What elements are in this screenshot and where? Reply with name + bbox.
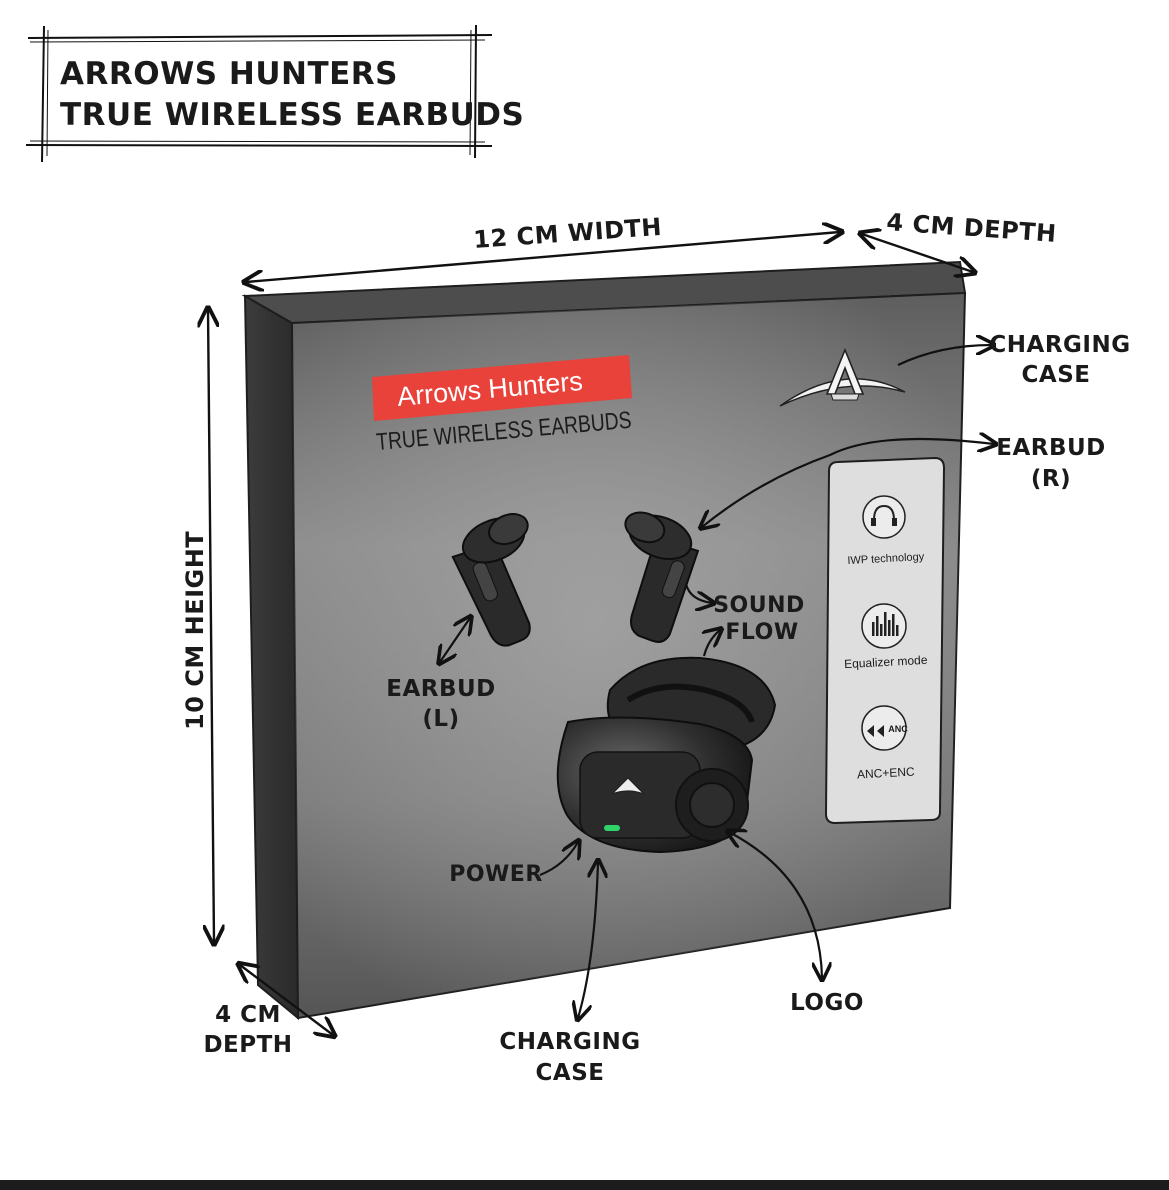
depth-top-label: 4 CM DEPTH — [886, 208, 1058, 248]
callout-earbud-l-2: (L) — [422, 706, 459, 732]
feature-label-iwp: IWP technology — [847, 551, 925, 567]
box-logo — [779, 347, 906, 407]
callout-earbud-r-1: EARBUD — [996, 435, 1106, 461]
depth-bottom-label-1: 4 CM — [215, 1002, 281, 1028]
callout-charging-case-right-1: CHARGING — [989, 332, 1130, 358]
depth-bottom-label-2: DEPTH — [203, 1032, 292, 1058]
callout-sound-flow-2: FLOW — [725, 620, 798, 645]
callout-sound-flow-1: SOUND — [713, 593, 805, 618]
callout-earbud-l-1: EARBUD — [386, 676, 496, 702]
width-label: 12 CM WIDTH — [472, 213, 662, 254]
dimension-lines — [208, 232, 973, 1035]
brand-label-bg — [372, 355, 632, 421]
callout-earbud-r-2: (R) — [1031, 466, 1071, 492]
feature-label-equalizer: Equalizer mode — [844, 653, 928, 671]
title-line-2: TRUE WIRELESS EARBUDS — [60, 97, 524, 133]
callout-charging-case-bottom-2: CASE — [536, 1060, 605, 1086]
earbud-right — [624, 511, 700, 643]
bottom-bar — [0, 1180, 1169, 1190]
box-left-side — [243, 294, 300, 1021]
height-label: 10 CM HEIGHT — [181, 531, 209, 730]
callout-power: POWER — [449, 862, 543, 887]
callout-charging-case-bottom-1: CHARGING — [499, 1029, 640, 1055]
earbud-left — [451, 513, 531, 647]
charging-case — [556, 656, 777, 854]
case-logo-icon — [611, 777, 645, 795]
callout-arrows — [440, 345, 994, 1018]
title-frame — [25, 24, 493, 163]
title-line-1: ARROWS HUNTERS — [60, 56, 398, 92]
feature-badge-anc: ANC — [888, 724, 908, 734]
feature-label-anc: ANC+ENC — [857, 764, 916, 781]
callout-charging-case-right-2: CASE — [1022, 362, 1091, 388]
power-led-icon — [604, 825, 620, 831]
callout-logo: LOGO — [790, 990, 864, 1016]
